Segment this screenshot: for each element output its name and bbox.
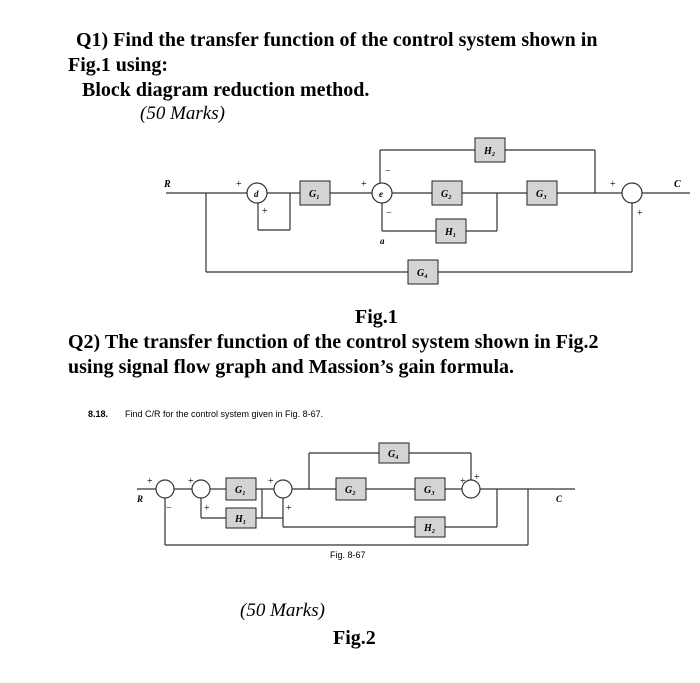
fig1-block-h1: [435, 218, 467, 244]
fig2-sum-1: [155, 479, 175, 499]
q2-line2: using signal flow graph and Massion’s ga…: [68, 356, 515, 378]
svg-text:+: +: [268, 476, 274, 487]
svg-text:+: +: [474, 472, 480, 483]
svg-text:−: −: [386, 208, 392, 219]
fig1-block-g4: [407, 259, 439, 285]
svg-text:+: +: [610, 179, 616, 190]
svg-text:−: −: [166, 503, 172, 514]
q1-line1: Q1) Find the transfer function of the co…: [76, 29, 598, 51]
fig2-label-g3: G₃: [424, 485, 435, 496]
fig2-sum-4: [461, 479, 481, 499]
fig2-figure-label: Fig. 8-67: [330, 550, 366, 560]
fig2-label-h2: H₂: [423, 523, 435, 534]
q2-problem-text: Find C/R for the control system given in…: [125, 409, 324, 419]
svg-text:+: +: [188, 476, 194, 487]
fig2-block-h2: [414, 516, 446, 538]
q2-line1: Q2) The transfer function of the control…: [68, 331, 599, 353]
svg-text:+: +: [262, 206, 268, 217]
fig2-sum-3: [273, 479, 293, 499]
q2-marks: (50 Marks): [240, 600, 325, 621]
fig1-label-g3: G₃: [536, 189, 547, 200]
fig2-caption: Fig.2: [333, 627, 376, 649]
fig1-label-e: e: [379, 189, 383, 199]
fig1-block-h2: [474, 137, 506, 163]
fig1-label-g4: G₄: [417, 268, 428, 279]
svg-text:+: +: [460, 476, 466, 487]
fig1-label-d: d: [254, 189, 259, 199]
svg-text:+: +: [147, 476, 153, 487]
fig2-block-g1: [225, 477, 257, 501]
fig1-block-g2: [431, 180, 463, 206]
fig1-sum-d: [246, 182, 268, 204]
fig1-block-g1: [299, 180, 331, 206]
fig2-block-g2: [335, 477, 367, 501]
fig2-block-g3: [414, 477, 446, 501]
svg-text:+: +: [637, 208, 643, 219]
fig1-block-diagram: G₁ G₂ G₃ H₂ H₁ G₄ R C d e a + + + − − + …: [163, 137, 690, 285]
svg-text:+: +: [236, 179, 242, 190]
q2-problem-number: 8.18.: [88, 409, 109, 419]
fig1-label-g2: G₂: [441, 189, 452, 200]
svg-text:+: +: [361, 179, 367, 190]
fig1-caption: Fig.1: [355, 306, 398, 328]
fig1-label-c: C: [674, 179, 681, 190]
fig1-sum-e: [371, 182, 393, 204]
q1-method: Block diagram reduction method.: [82, 79, 370, 101]
fig1-label-a: a: [380, 236, 385, 246]
q1-line2: Fig.1 using:: [68, 54, 169, 76]
fig1-label-g1: G₁: [309, 189, 320, 200]
fig2-label-h1: H₁: [234, 514, 246, 525]
fig2-label-r: R: [136, 494, 143, 504]
fig1-block-g3: [526, 180, 558, 206]
svg-text:−: −: [385, 166, 391, 177]
svg-text:+: +: [286, 503, 292, 514]
fig2-label-g1: G₁: [235, 485, 246, 496]
fig1-label-h1: H₁: [444, 227, 456, 238]
fig2-label-g4: G₄: [388, 449, 399, 460]
q1-marks: (50 Marks): [140, 103, 225, 124]
fig1-label-r: R: [163, 179, 171, 190]
fig2-sum-2: [191, 479, 211, 499]
fig1-label-h2: H₂: [483, 146, 495, 157]
fig1-sum-output: [621, 182, 643, 204]
svg-text:+: +: [204, 503, 210, 514]
fig2-label-g2: G₂: [345, 485, 356, 496]
fig2-label-c: C: [556, 494, 563, 504]
fig2-block-g4: [378, 442, 410, 464]
fig2-block-h1: [225, 507, 257, 529]
